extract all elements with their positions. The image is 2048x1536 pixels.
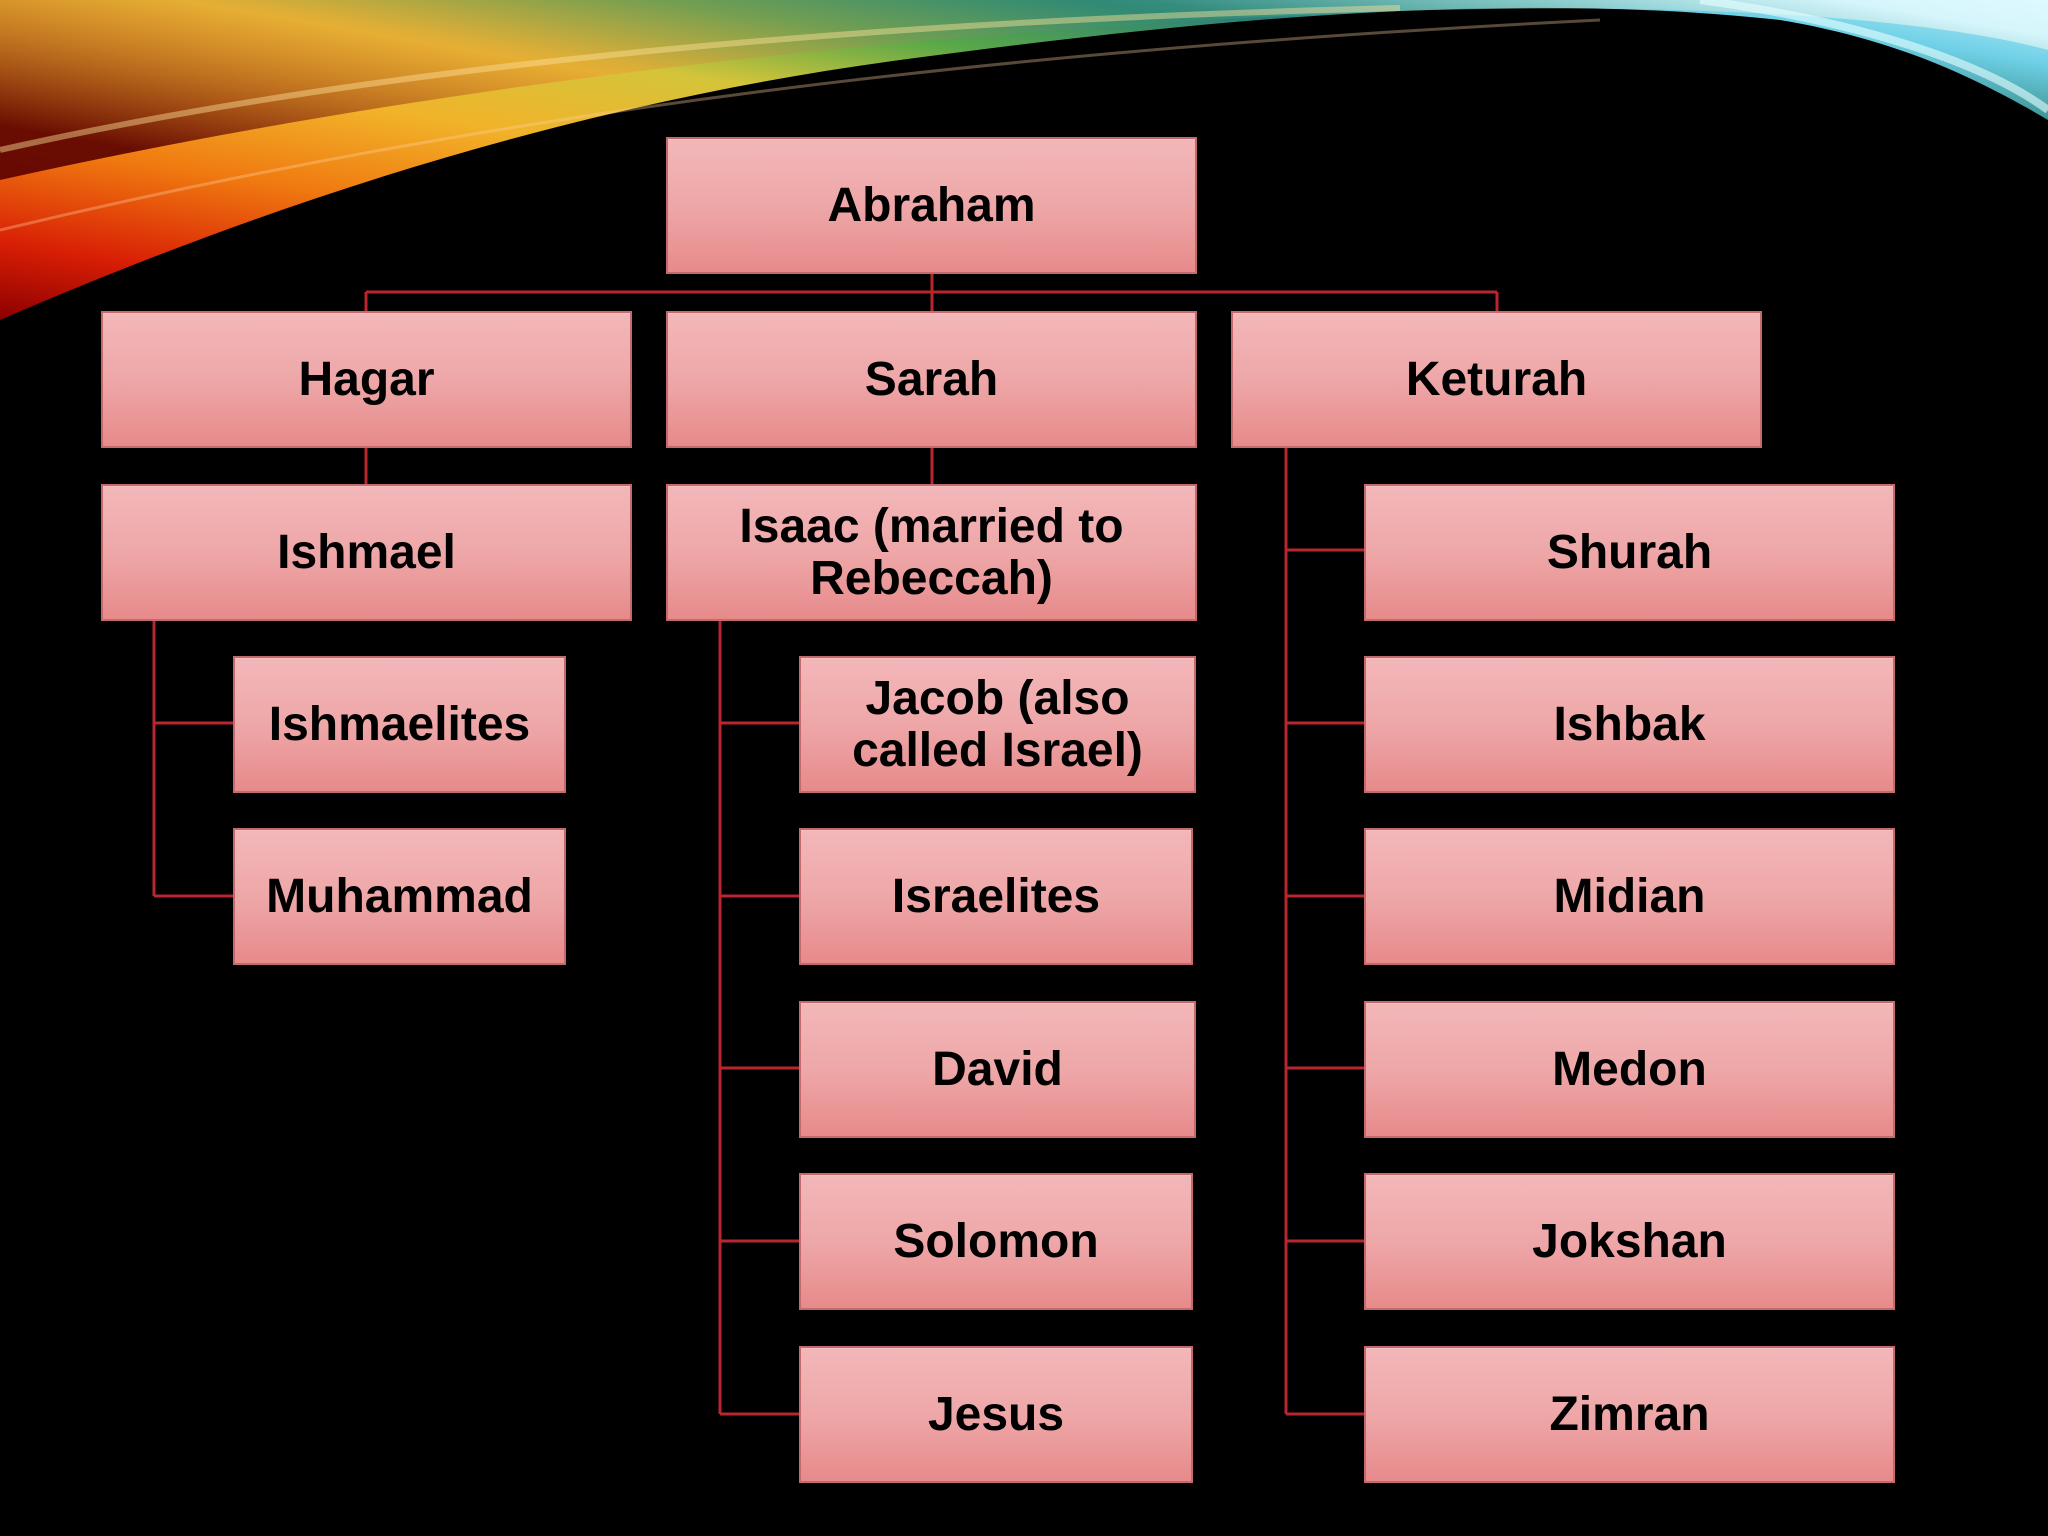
- node-label: Ishbak: [1553, 697, 1706, 751]
- node-label: Ishmaelites: [268, 697, 531, 751]
- node-zimran: Zimran: [1364, 1346, 1895, 1483]
- node-label: Keturah: [1405, 352, 1588, 406]
- node-label: Zimran: [1549, 1387, 1710, 1441]
- node-ishbak: Ishbak: [1364, 656, 1895, 793]
- node-jokshan: Jokshan: [1364, 1173, 1895, 1310]
- node-label: Jokshan: [1532, 1214, 1727, 1268]
- node-label: Midian: [1553, 869, 1706, 923]
- node-label: Abraham: [827, 178, 1036, 232]
- node-ishmaelites: Ishmaelites: [233, 656, 566, 793]
- node-jacob: Jacob (also called Israel): [799, 656, 1196, 793]
- node-midian: Midian: [1364, 828, 1895, 965]
- node-label: Muhammad: [266, 869, 533, 923]
- node-label: Jesus: [927, 1387, 1065, 1441]
- node-keturah: Keturah: [1231, 311, 1762, 448]
- node-israelites: Israelites: [799, 828, 1193, 965]
- node-hagar: Hagar: [101, 311, 632, 448]
- node-medon: Medon: [1364, 1001, 1895, 1138]
- node-david: David: [799, 1001, 1196, 1138]
- node-label: Sarah: [864, 352, 999, 406]
- node-label: Shurah: [1546, 525, 1713, 579]
- node-label: Solomon: [893, 1214, 1099, 1268]
- node-label: Isaac (married to Rebeccah): [739, 499, 1124, 605]
- node-jesus: Jesus: [799, 1346, 1193, 1483]
- decorative-swoosh: [0, 0, 2048, 320]
- node-abraham: Abraham: [666, 137, 1197, 274]
- node-label: David: [932, 1042, 1063, 1096]
- node-sarah: Sarah: [666, 311, 1197, 448]
- node-isaac: Isaac (married to Rebeccah): [666, 484, 1197, 621]
- node-label: Hagar: [298, 352, 435, 406]
- node-shurah: Shurah: [1364, 484, 1895, 621]
- node-solomon: Solomon: [799, 1173, 1193, 1310]
- node-label: Ishmael: [277, 525, 456, 579]
- node-label: Israelites: [891, 869, 1101, 923]
- node-ishmael: Ishmael: [101, 484, 632, 621]
- node-label: Jacob (also called Israel): [852, 671, 1143, 777]
- node-label: Medon: [1552, 1042, 1707, 1096]
- node-muhammad: Muhammad: [233, 828, 566, 965]
